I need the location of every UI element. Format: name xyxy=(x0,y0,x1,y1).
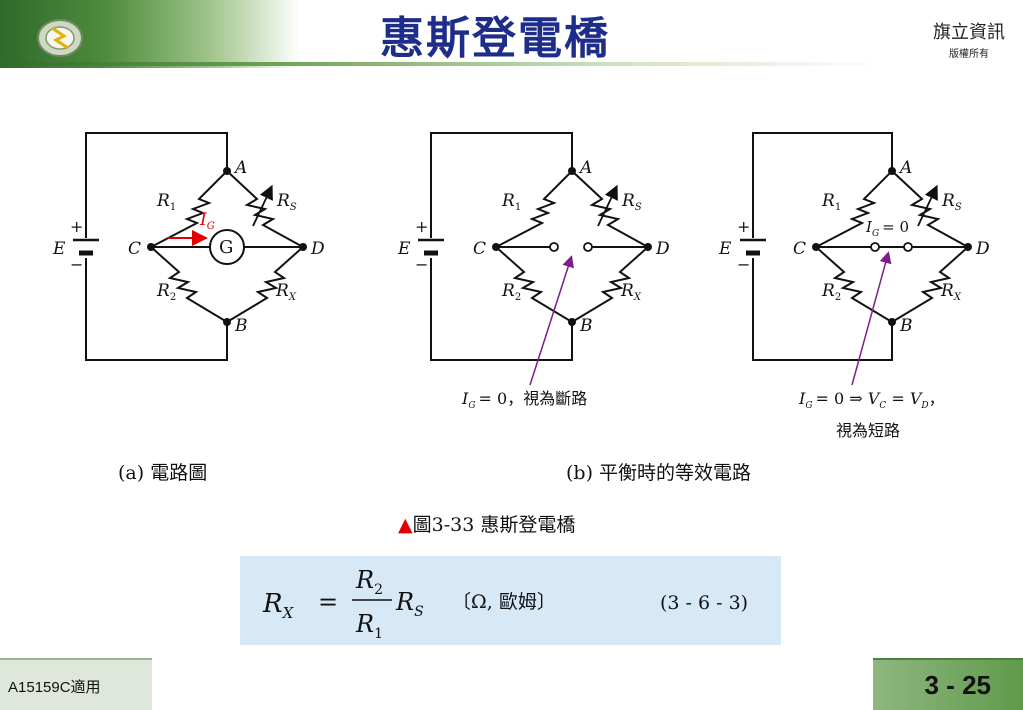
label-b-node-d: D xyxy=(655,239,670,259)
label-c-node-a: A xyxy=(898,158,912,178)
label-b-minus: − xyxy=(415,255,428,274)
label-a-rs: RS xyxy=(276,191,297,213)
logo-icon xyxy=(37,19,83,57)
open-terminal-right xyxy=(583,242,593,252)
label-b-node-b: B xyxy=(579,316,593,336)
formula-box xyxy=(240,556,781,645)
labels-c: A C D B E + − R1 RS R2 RX IG= 0 IG= 0 ⇒ … xyxy=(718,158,990,440)
variable-arrow xyxy=(252,184,273,227)
formula-unit: 〔Ω, 歐姆〕 xyxy=(452,591,556,613)
formula-equals: = xyxy=(318,588,338,616)
formula-denominator: R1 xyxy=(355,610,383,642)
annotation-b: IG= 0，視為斷路 xyxy=(461,389,587,411)
label-b-r2: R2 xyxy=(501,281,521,303)
copyright-text: 版權所有 xyxy=(949,49,989,60)
page-number: 3 - 25 xyxy=(924,670,992,700)
label-c-ig-inner: IG= 0 xyxy=(865,218,909,239)
resistor-r1 xyxy=(150,170,228,248)
label-c-minus: − xyxy=(737,255,750,274)
label-b-node-a: A xyxy=(578,158,592,178)
label-c-r1: R1 xyxy=(821,191,841,213)
labels-b: A C D B E + − R1 RS R2 RX IG= 0，視為斷路 xyxy=(397,158,670,411)
publisher-block: 旗立資訊 版權所有 xyxy=(933,18,1005,60)
page-title: 惠斯登電橋 xyxy=(380,13,610,64)
label-c-node-c: C xyxy=(793,239,806,259)
label-a-galvanometer: G xyxy=(219,237,233,258)
label-c-plus: + xyxy=(737,217,750,236)
label-b-rx: RX xyxy=(620,281,642,303)
label-b-source: E xyxy=(397,239,411,259)
caption-b: (b) 平衡時的等效電路 xyxy=(566,462,752,484)
formula-number: (3 - 6 - 3) xyxy=(660,592,748,614)
label-c-rs: RS xyxy=(941,191,962,213)
resistor-r2 xyxy=(150,246,228,323)
label-a-r1: R1 xyxy=(156,191,176,213)
label-a-node-a: A xyxy=(233,158,247,178)
label-c-node-d: D xyxy=(975,239,990,259)
label-a-node-b: B xyxy=(234,316,248,336)
pointer-b xyxy=(529,255,574,386)
label-c-r2: R2 xyxy=(821,281,841,303)
label-a-plus: + xyxy=(70,217,83,236)
footer-page: 3 - 25 xyxy=(873,658,1023,710)
label-b-plus: + xyxy=(415,217,428,236)
label-a-source: E xyxy=(52,239,66,259)
footer-code-text: A15159C適用 xyxy=(8,679,101,696)
diagram-b xyxy=(418,132,652,386)
annotation-c: IG= 0 ⇒ VC = VD， xyxy=(798,389,945,411)
label-a-ig: IG xyxy=(199,210,215,232)
labels-a: A C D B E + − R1 RS R2 RX G IG xyxy=(52,158,325,336)
short-terminal-left xyxy=(870,242,880,252)
open-terminal-left xyxy=(549,242,559,252)
label-c-source: E xyxy=(718,239,732,259)
formula-lhs: RX xyxy=(262,589,295,622)
short-terminal-right xyxy=(903,242,913,252)
label-c-node-b: B xyxy=(899,316,913,336)
label-a-minus: − xyxy=(70,255,83,274)
figure-caption-text: 圖3-33 惠斯登電橋 xyxy=(412,514,576,536)
label-a-r2: R2 xyxy=(156,281,176,303)
pointer-c xyxy=(851,251,892,386)
resistor-rx xyxy=(226,246,304,323)
galvanometer xyxy=(209,229,245,265)
header-divider xyxy=(0,62,880,66)
formula-rs: RS xyxy=(395,588,424,620)
triangle-icon: ▲ xyxy=(398,514,413,536)
figure-caption: ▲圖3-33 惠斯登電橋 xyxy=(398,510,575,537)
diagram-c xyxy=(740,132,972,386)
label-b-node-c: C xyxy=(473,239,486,259)
label-b-r1: R1 xyxy=(501,191,521,213)
annotation-c-line2: 視為短路 xyxy=(836,421,900,440)
label-a-node-d: D xyxy=(310,239,325,259)
caption-a: (a) 電路圖 xyxy=(118,462,208,484)
publisher-name: 旗立資訊 xyxy=(933,22,1005,43)
label-a-rx: RX xyxy=(275,281,297,303)
formula-numerator: R2 xyxy=(355,566,383,598)
label-a-node-c: C xyxy=(128,239,141,259)
diagram-a xyxy=(73,132,307,361)
label-b-rs: RS xyxy=(621,191,642,213)
label-c-rx: RX xyxy=(940,281,962,303)
footer-code: A15159C適用 xyxy=(0,658,152,710)
